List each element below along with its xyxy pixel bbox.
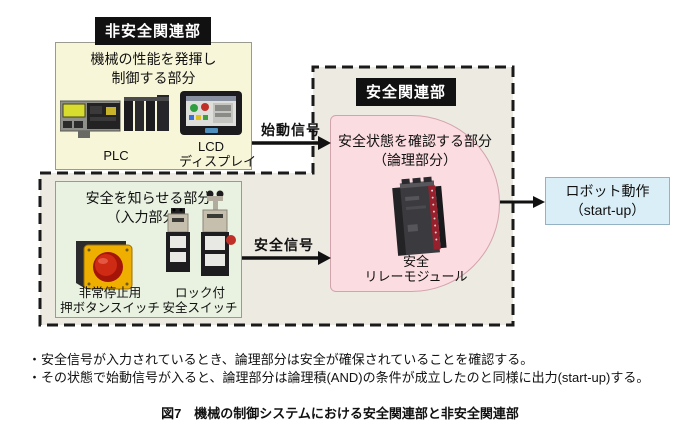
machine-control-box-title: 機械の性能を発揮し 制御する部分 — [90, 51, 217, 86]
plc-caption: PLC — [103, 148, 129, 163]
safety-input-box: 安全を知らせる部分 （入力部分） — [55, 181, 242, 318]
note-line-1: ・安全信号が入力されているとき、論理部分は安全が確保されていることを確認する。 — [28, 352, 534, 367]
relay-module-caption: 安全 リレーモジュール — [364, 254, 468, 284]
robot-operation-box: ロボット動作 （start-up） — [545, 177, 670, 225]
safety-section-label: 安全関連部 — [356, 78, 457, 106]
lock-safety-switch-image — [166, 190, 236, 276]
emergency-stop-button-image — [76, 241, 133, 290]
start-signal-label: 始動信号 — [261, 122, 321, 138]
lcd-display-image — [180, 91, 242, 135]
notes: ・安全信号が入力されているとき、論理部分は安全が確保されていることを確認する。 … — [28, 351, 649, 387]
safety-signal-label: 安全信号 — [254, 237, 314, 253]
lcd-caption: LCD ディスプレイ — [179, 139, 257, 169]
lock-switch-caption: ロック付 安全スイッチ — [162, 286, 238, 315]
safety-logic-box-title: 安全状態を確認する部分 （論理部分） — [338, 133, 492, 168]
plc-image — [60, 95, 169, 138]
safety-relay-module-image — [392, 176, 447, 256]
note-line-2: ・その状態で始動信号が入ると、論理部分は論理積(AND)の条件が成立したのと同様… — [28, 370, 650, 385]
estop-caption: 非常停止用 押ボタンスイッチ — [60, 286, 160, 315]
non-safety-section-label: 非安全関連部 — [95, 17, 212, 45]
machine-control-box: 機械の性能を発揮し 制御する部分 — [55, 42, 257, 170]
safety-logic-box: 安全状態を確認する部分 （論理部分） — [330, 115, 500, 292]
figure-caption: 図7 機械の制御システムにおける安全関連部と非安全関連部 — [161, 406, 519, 421]
